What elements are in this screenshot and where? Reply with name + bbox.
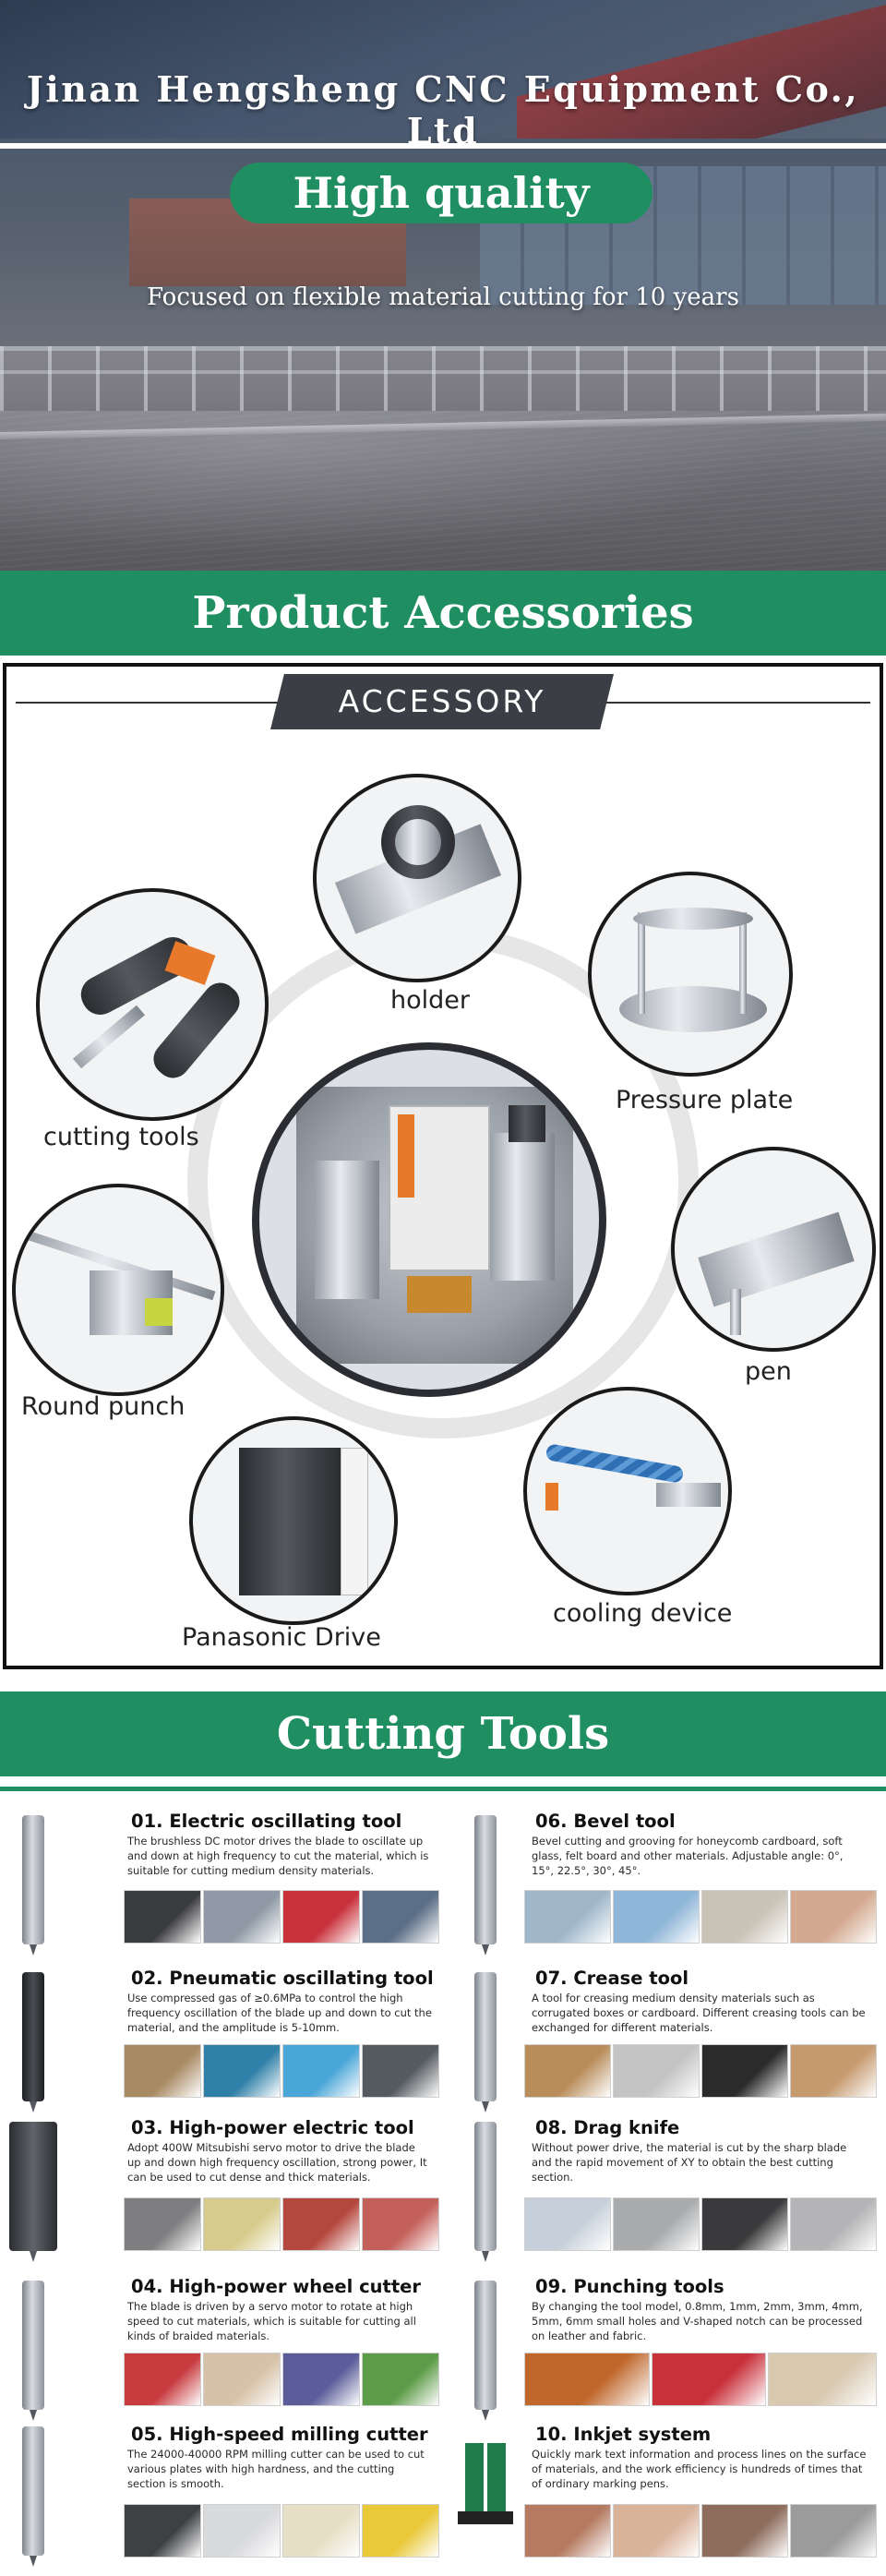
label-cutting-tools: cutting tools xyxy=(43,1123,199,1151)
sample-swatch xyxy=(124,2504,201,2558)
hero-fence xyxy=(0,346,886,411)
sample-swatch xyxy=(362,2504,439,2558)
tool-title: 01. Electric oscillating tool xyxy=(131,1811,402,1832)
sample-swatch xyxy=(613,2504,700,2558)
sample-swatch xyxy=(203,2197,281,2251)
sample-swatch xyxy=(124,2197,201,2251)
sample-swatch xyxy=(613,1890,700,1944)
label-holder: holder xyxy=(390,986,470,1015)
product-accessories-banner: Product Accessories xyxy=(0,571,886,656)
machine-head-image xyxy=(252,1042,606,1397)
sample-swatch xyxy=(203,2044,281,2098)
holder-image xyxy=(313,774,521,982)
label-pen: pen xyxy=(745,1357,792,1386)
sample-swatch xyxy=(282,2197,360,2251)
round-punch-image xyxy=(12,1184,224,1396)
label-panasonic-drive: Panasonic Drive xyxy=(182,1623,381,1652)
tool-description: Use compressed gas of ≥0.6MPa to control… xyxy=(127,1992,432,2034)
bevel-tool-icon xyxy=(456,1808,515,1956)
sample-swatch xyxy=(524,1890,611,1944)
sample-swatch xyxy=(124,1890,201,1944)
accessory-header: ACCESSORY xyxy=(270,674,614,729)
tool-description: Without power drive, the material is cut… xyxy=(532,2141,847,2184)
company-name: Jinan Hengsheng CNC Equipment Co., Ltd xyxy=(26,68,860,151)
sample-swatch xyxy=(768,2353,877,2406)
tool-description: Adopt 400W Mitsubishi servo motor to dri… xyxy=(127,2141,427,2184)
tool-title: 04. High-power wheel cutter xyxy=(131,2276,422,2297)
sample-swatch xyxy=(524,2197,611,2251)
sample-swatch xyxy=(524,2504,611,2558)
tool-title: 05. High-speed milling cutter xyxy=(131,2424,428,2445)
sample-swatch xyxy=(524,2353,650,2406)
sample-swatch xyxy=(362,2353,439,2406)
sample-swatch xyxy=(790,2044,877,2098)
label-pressure-plate: Pressure plate xyxy=(616,1086,794,1114)
tool-description: The blade is driven by a servo motor to … xyxy=(127,2300,416,2342)
hero-banner: Jinan Hengsheng CNC Equipment Co., Ltd H… xyxy=(0,0,886,571)
high-power-electric-tool-icon xyxy=(4,2114,63,2262)
sample-swatch xyxy=(203,1890,281,1944)
label-cooling-device: cooling device xyxy=(553,1599,733,1628)
pressure-plate-image xyxy=(588,872,793,1077)
sample-swatch xyxy=(701,2197,788,2251)
pneumatic-oscillating-tool-icon xyxy=(4,1965,63,2113)
pen-image xyxy=(671,1147,876,1352)
sample-swatch xyxy=(203,2504,281,2558)
tool-title: 06. Bevel tool xyxy=(535,1811,676,1832)
tool-title: 02. Pneumatic oscillating tool xyxy=(131,1968,434,1989)
tool-description: Bevel cutting and grooving for honeycomb… xyxy=(532,1835,844,1877)
sample-swatch xyxy=(282,1890,360,1944)
punching-tools-icon xyxy=(456,2273,515,2421)
sample-swatch xyxy=(282,2504,360,2558)
panasonic-drive-image xyxy=(189,1416,398,1625)
sample-swatch xyxy=(362,2044,439,2098)
hero-subtitle: Focused on flexible material cutting for… xyxy=(147,283,739,311)
electric-oscillating-tool-icon xyxy=(4,1808,63,1956)
drag-knife-icon xyxy=(456,2114,515,2262)
cutting-tools-divider xyxy=(0,1787,886,1791)
tool-description: The brushless DC motor drives the blade … xyxy=(127,1835,429,1877)
sample-swatch xyxy=(790,2197,877,2251)
sample-swatch xyxy=(282,2044,360,2098)
sample-swatch xyxy=(203,2353,281,2406)
sample-swatch xyxy=(790,2504,877,2558)
sample-swatch xyxy=(701,2504,788,2558)
sample-swatch xyxy=(524,2044,611,2098)
high-power-wheel-cutter-icon xyxy=(4,2273,63,2421)
sample-swatch xyxy=(701,2044,788,2098)
tool-description: A tool for creasing medium density mater… xyxy=(532,1992,866,2034)
cutting-tools-image xyxy=(36,888,269,1121)
tool-description: By changing the tool model, 0.8mm, 1mm, … xyxy=(532,2300,863,2342)
cooling-device-image xyxy=(523,1387,732,1595)
tool-title: 08. Drag knife xyxy=(535,2117,680,2138)
tool-description: The 24000-40000 RPM milling cutter can b… xyxy=(127,2448,425,2490)
tool-title: 09. Punching tools xyxy=(535,2276,724,2297)
tool-title: 03. High-power electric tool xyxy=(131,2117,414,2138)
tool-title: 07. Crease tool xyxy=(535,1968,689,1989)
sample-swatch xyxy=(652,2353,766,2406)
sample-swatch xyxy=(362,2197,439,2251)
sample-swatch xyxy=(124,2353,201,2406)
cutting-tools-banner: Cutting Tools xyxy=(0,1691,886,1776)
label-round-punch: Round punch xyxy=(21,1392,186,1421)
sample-swatch xyxy=(362,1890,439,1944)
hero-divider xyxy=(0,143,886,149)
tool-description: Quickly mark text information and proces… xyxy=(532,2448,867,2490)
sample-swatch xyxy=(790,1890,877,1944)
sample-swatch xyxy=(613,2197,700,2251)
accessory-diagram: ACCESSORY holder Pressure plate cutting … xyxy=(3,663,883,1669)
hero-road xyxy=(0,411,886,571)
sample-swatch xyxy=(124,2044,201,2098)
high-speed-milling-cutter-icon xyxy=(4,2419,63,2567)
tool-title: 10. Inkjet system xyxy=(535,2424,712,2445)
inkjet-system-icon xyxy=(439,2438,532,2530)
crease-tool-icon xyxy=(456,1965,515,2113)
high-quality-badge: High quality xyxy=(230,163,653,223)
sample-swatch xyxy=(613,2044,700,2098)
sample-swatch xyxy=(282,2353,360,2406)
sample-swatch xyxy=(701,1890,788,1944)
